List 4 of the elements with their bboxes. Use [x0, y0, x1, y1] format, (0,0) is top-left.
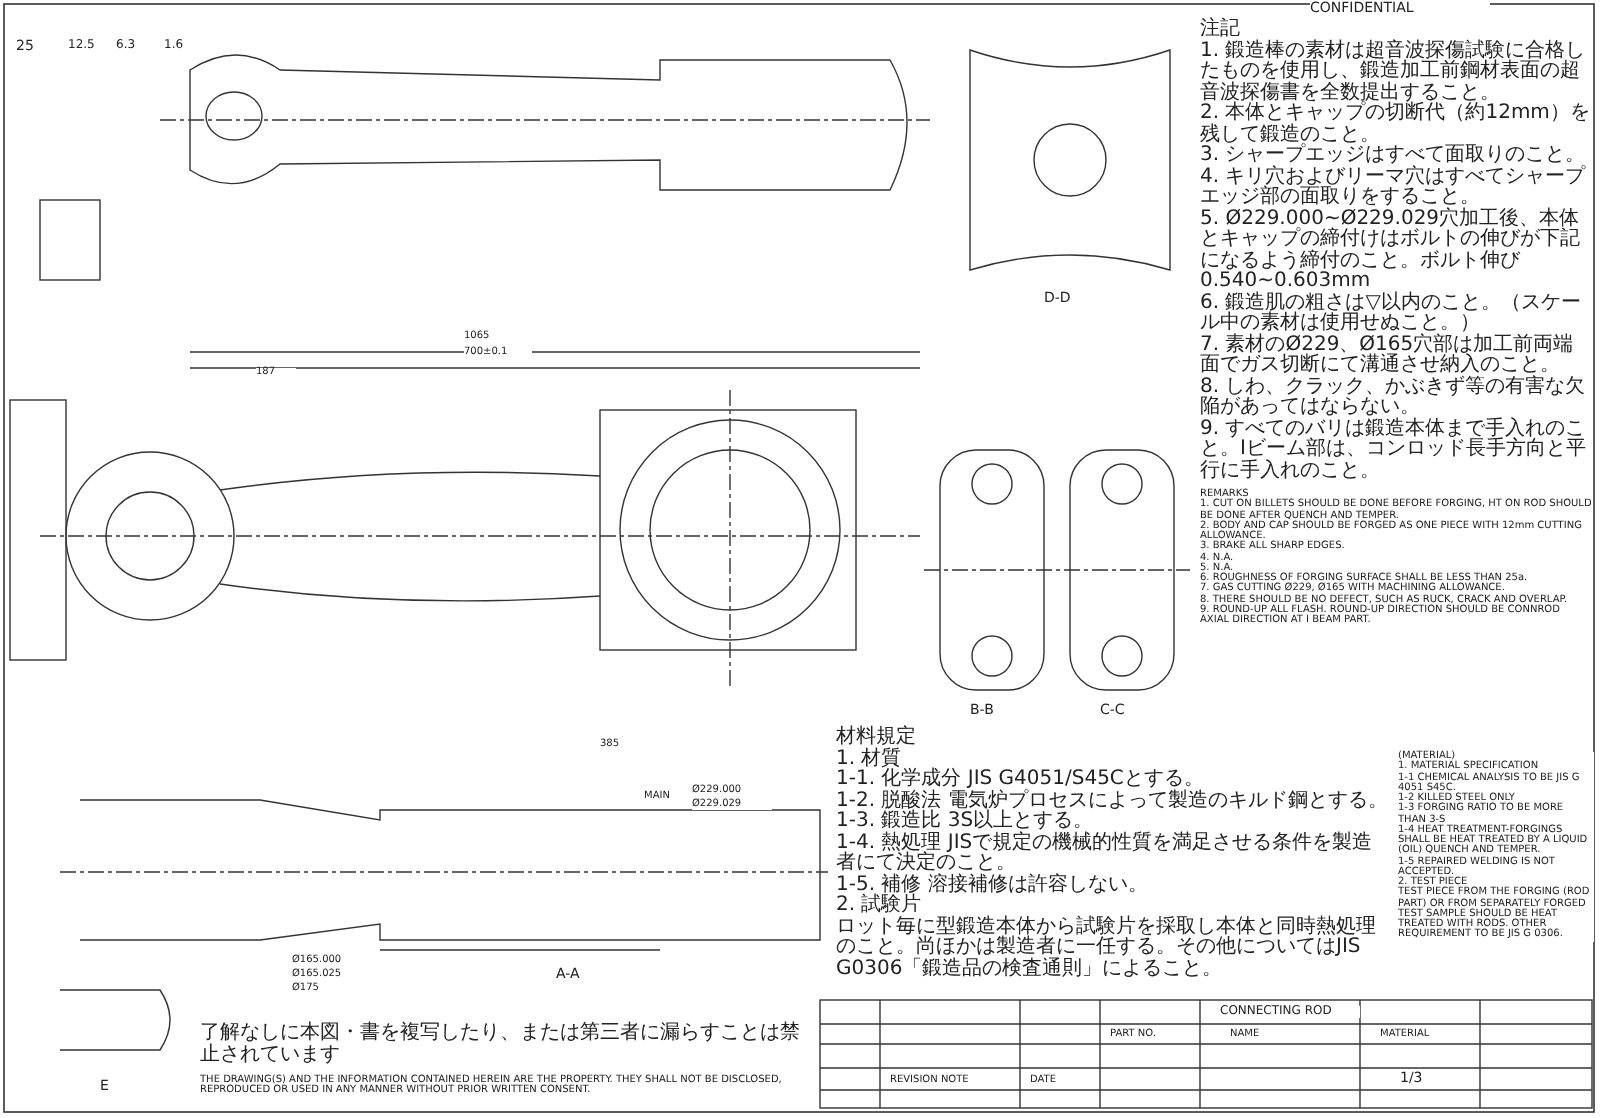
copyright-note: 了解なしに本図・書を複写したり、または第三者に漏らすことは禁止されています [200, 1024, 800, 1066]
drawing-note: 2. 本体とキャップの切断代（約12mm）を残して鍛造のこと。 [1200, 104, 1592, 146]
drawing-note: 9. すべてのバリは鍛造本体まで手入れのこと。Iビーム部は、コンロッド長手方向と平行に手入れのこと。 [1200, 419, 1592, 482]
drawing-note: 4. キリ穴およびリーマ穴はすべてシャープエッジ部の面取りをすること。 [1200, 167, 1592, 209]
